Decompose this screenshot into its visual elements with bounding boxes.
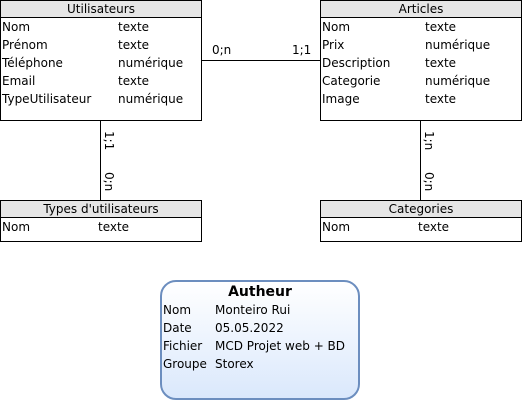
field-type: texte: [98, 220, 130, 234]
field-type: numérique: [118, 56, 184, 70]
field-name: Nom: [322, 20, 351, 34]
field-row: Nom texte: [1, 218, 201, 236]
entity-utilisateurs[interactable]: Utilisateurs Nom texte Prénom texte Téléph…: [0, 0, 202, 121]
field-name: TypeUtilisateur: [2, 92, 92, 106]
entity-types-utilisateurs[interactable]: Types d'utilisateurs Nom texte: [0, 200, 202, 242]
field-name: Image: [322, 92, 360, 106]
entity-title: Categories: [321, 201, 521, 218]
cardinality-label: 1;n: [422, 131, 436, 151]
field-type: texte: [118, 20, 150, 34]
field-type: numérique: [425, 38, 491, 52]
field-name: Téléphone: [2, 56, 63, 70]
relation-line-utilisateurs-articles[interactable]: [202, 60, 320, 61]
field-name: Description: [322, 56, 391, 70]
cardinality-label: 1;1: [102, 131, 116, 151]
field-row: Image texte: [321, 90, 521, 108]
field-type: texte: [118, 38, 150, 52]
field-type: texte: [118, 74, 150, 88]
author-box[interactable]: Autheur Nom Monteiro Rui Date 05.05.2022 F…: [160, 280, 360, 400]
author-label: Fichier: [163, 339, 203, 353]
field-row: Description texte: [321, 54, 521, 72]
entity-title: Utilisateurs: [1, 1, 201, 18]
field-row: Téléphone numérique: [1, 54, 201, 72]
author-value: MCD Projet web + BD: [215, 339, 346, 353]
field-type: texte: [425, 56, 457, 70]
author-row: Groupe Storex: [162, 355, 358, 373]
author-row: Fichier MCD Projet web + BD: [162, 337, 358, 355]
field-type: numérique: [118, 92, 184, 106]
field-name: Categorie: [322, 74, 381, 88]
field-name: Prix: [322, 38, 345, 52]
entity-articles[interactable]: Articles Nom texte Prix numérique Descript…: [320, 0, 522, 121]
field-row: Email texte: [1, 72, 201, 90]
field-row: Nom texte: [321, 18, 521, 36]
author-label: Groupe: [163, 357, 207, 371]
entity-title: Articles: [321, 1, 521, 18]
field-name: Nom: [2, 20, 31, 34]
field-row: Nom texte: [321, 218, 521, 236]
cardinality-label: 0;n: [422, 172, 436, 192]
field-row: TypeUtilisateur numérique: [1, 90, 201, 108]
cardinality-label: 0;n: [212, 43, 232, 57]
field-row: Categorie numérique: [321, 72, 521, 90]
field-row: Prix numérique: [321, 36, 521, 54]
field-name: Email: [2, 74, 36, 88]
field-name: Nom: [2, 220, 31, 234]
field-type: texte: [425, 20, 457, 34]
field-type: texte: [418, 220, 450, 234]
cardinality-label: 1;1: [292, 43, 312, 57]
entity-title: Types d'utilisateurs: [1, 201, 201, 218]
field-name: Nom: [322, 220, 351, 234]
field-type: numérique: [425, 74, 491, 88]
author-value: 05.05.2022: [215, 321, 284, 335]
author-row: Nom Monteiro Rui: [162, 301, 358, 319]
relation-line-utilisateurs-types[interactable]: [100, 121, 101, 200]
author-value: Storex: [215, 357, 254, 371]
field-row: Nom texte: [1, 18, 201, 36]
author-label: Nom: [163, 303, 192, 317]
author-label: Date: [163, 321, 192, 335]
entity-categories[interactable]: Categories Nom texte: [320, 200, 522, 242]
field-name: Prénom: [2, 38, 48, 52]
author-title: Autheur: [228, 284, 292, 300]
relation-line-articles-categories[interactable]: [420, 121, 421, 200]
author-value: Monteiro Rui: [215, 303, 291, 317]
cardinality-label: 0;n: [102, 172, 116, 192]
author-row: Date 05.05.2022: [162, 319, 358, 337]
field-row: Prénom texte: [1, 36, 201, 54]
field-type: texte: [425, 92, 457, 106]
